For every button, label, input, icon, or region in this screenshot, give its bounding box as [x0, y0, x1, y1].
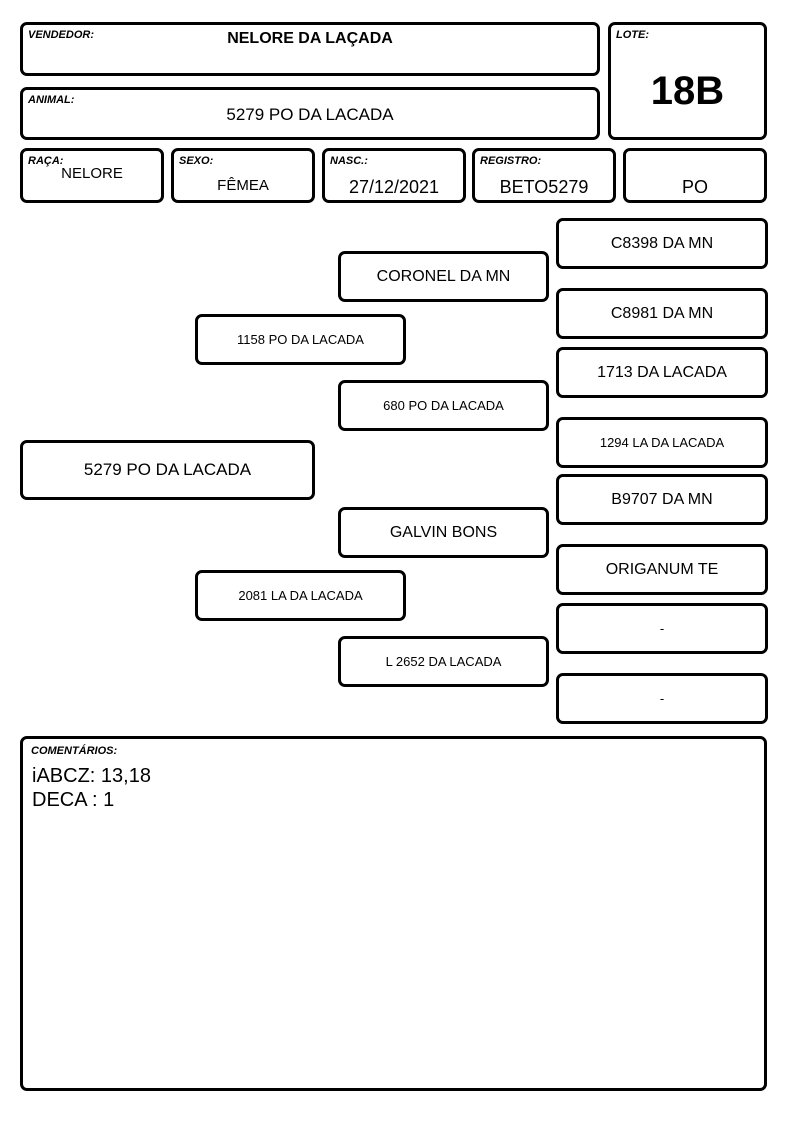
registry-label: REGISTRO:: [480, 155, 542, 167]
animal-label: ANIMAL:: [28, 94, 75, 106]
pedigree-g3-2: C8981 DA MN: [556, 288, 768, 339]
lot-box: LOTE: 18B: [608, 22, 767, 140]
birth-value: 27/12/2021: [348, 177, 440, 197]
comments-box: COMENTÁRIOS: iABCZ: 13,18 DECA : 1: [20, 736, 767, 1091]
pedigree-g3-3: 1713 DA LACADA: [556, 347, 768, 398]
pedigree-g3-7: -: [556, 603, 768, 654]
breed-value: NELORE: [61, 165, 123, 182]
sex-value: FÊMEA: [217, 177, 269, 194]
animal-name: 5279 PO DA LACADA: [226, 105, 394, 124]
registry-box: REGISTRO: BETO5279: [472, 148, 616, 203]
breed-label: RAÇA:: [28, 155, 64, 167]
lot-number: 18B: [650, 69, 725, 113]
seller-name: NELORE DA LAÇADA: [227, 30, 393, 47]
breed-box: RAÇA: NELORE: [20, 148, 164, 203]
birth-box: NASC.: 27/12/2021: [322, 148, 466, 203]
pedigree-dam-dam: L 2652 DA LACADA: [338, 636, 549, 687]
pedigree-sire-sire: CORONEL DA MN: [338, 251, 549, 302]
pedigree-dam-sire: GALVIN BONS: [338, 507, 549, 558]
pedigree-g3-4: 1294 LA DA LACADA: [556, 417, 768, 468]
pedigree-sire-dam: 680 PO DA LACADA: [338, 380, 549, 431]
seller-label: VENDEDOR:: [28, 29, 95, 41]
pedigree-dam: 2081 LA DA LACADA: [195, 570, 406, 621]
comments-line-2: DECA : 1: [32, 789, 115, 811]
pedigree-g3-8: -: [556, 673, 768, 724]
category-value: PO: [681, 177, 708, 197]
pedigree-animal: 5279 PO DA LACADA: [20, 440, 315, 500]
registry-value: BETO5279: [499, 177, 589, 197]
comments-line-1: iABCZ: 13,18: [32, 765, 151, 787]
pedigree-g3-5: B9707 DA MN: [556, 474, 768, 525]
comments-label: COMENTÁRIOS:: [31, 745, 118, 757]
category-box: PO: [623, 148, 767, 203]
pedigree-g3-1: C8398 DA MN: [556, 218, 768, 269]
seller-box: VENDEDOR: NELORE DA LAÇADA: [20, 22, 600, 76]
birth-label: NASC.:: [330, 155, 368, 167]
pedigree-sire: 1158 PO DA LACADA: [195, 314, 406, 365]
animal-box: ANIMAL: 5279 PO DA LACADA: [20, 87, 600, 140]
pedigree-g3-6: ORIGANUM TE: [556, 544, 768, 595]
sex-box: SEXO: FÊMEA: [171, 148, 315, 203]
sex-label: SEXO:: [179, 155, 214, 167]
lot-label: LOTE:: [616, 29, 649, 41]
